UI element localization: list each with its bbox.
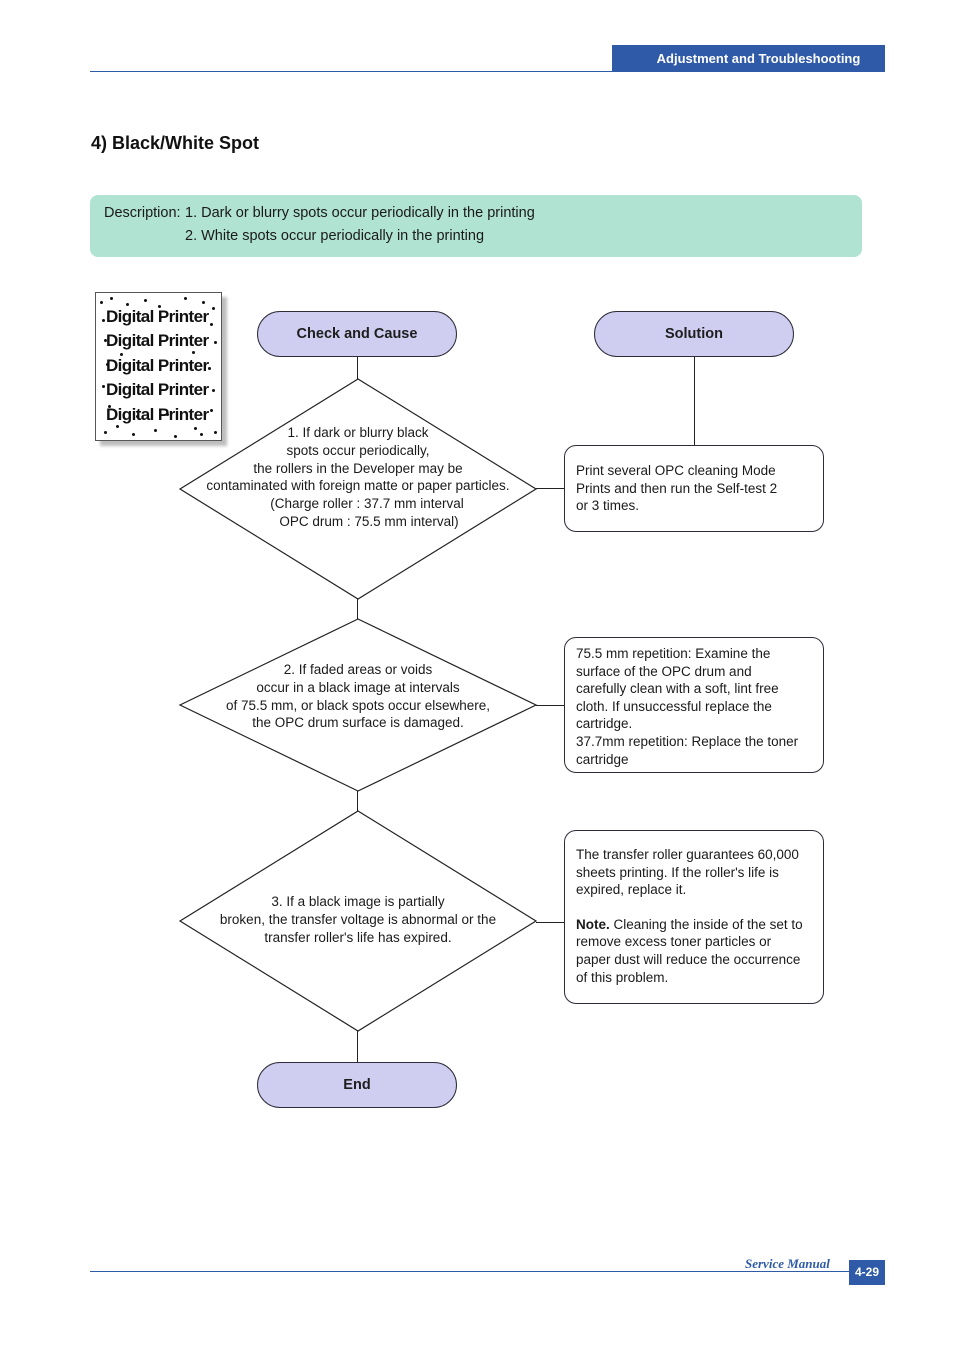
section-tab: Adjustment and Troubleshooting: [612, 45, 885, 72]
check-and-cause-header: Check and Cause: [257, 311, 457, 357]
cause-3-text: 3. If a black image is partially broken,…: [219, 894, 497, 945]
spot-dot: [192, 351, 195, 354]
connector-line: [536, 922, 565, 923]
spot-dot: [106, 363, 109, 366]
solution-2-line: carefully clean with a soft, lint free: [576, 681, 779, 697]
solution-2-line: cartridge.: [576, 716, 633, 732]
decision-diamond-3: [178, 810, 538, 1032]
solution-1-line: Print several OPC cleaning Mode: [576, 463, 776, 478]
decision-diamond-2: [178, 618, 538, 792]
description-item-1: 1. Dark or blurry spots occur periodical…: [185, 205, 535, 221]
footer-manual-label: Service Manual: [745, 1256, 830, 1271]
connector-line: [536, 705, 565, 706]
spot-dot: [102, 385, 105, 388]
connector-line: [357, 1031, 358, 1062]
solution-2-line: cloth. If unsuccessful replace the: [576, 698, 772, 714]
sample-print-image: Digital Printer Digital Printer Digital …: [95, 292, 222, 441]
note-label: Note.: [576, 916, 610, 932]
spot-dot: [210, 323, 213, 326]
page-title: 4) Black/White Spot: [91, 133, 260, 153]
sample-line: Digital Printer: [106, 307, 209, 326]
spot-dot: [104, 431, 107, 434]
connector-line: [357, 357, 358, 379]
description-label: Description:: [104, 205, 181, 221]
solution-2-line: surface of the OPC drum and: [576, 663, 752, 679]
sample-line: Digital Printer: [106, 380, 209, 399]
connector-line: [357, 599, 358, 619]
spot-dot: [158, 305, 161, 308]
connector-line: [536, 488, 565, 489]
note-line: remove excess toner particles or: [576, 934, 772, 950]
spot-dot: [100, 301, 103, 304]
spot-dot: [212, 307, 215, 310]
spot-dot: [208, 367, 211, 370]
spot-dot: [210, 409, 213, 412]
spot-dot: [166, 413, 169, 416]
note-line: Cleaning the inside of the set to: [613, 916, 803, 932]
description-item-2: 2. White spots occur periodically in the…: [185, 228, 485, 244]
note-line: paper dust will reduce the occurrence: [576, 951, 801, 967]
solution-3-line: expired, replace it.: [576, 882, 687, 898]
header-rule: [90, 71, 885, 72]
page-number: 4-29: [849, 1260, 885, 1285]
sample-line: Digital Printer: [106, 356, 209, 375]
solution-1-line: or 3 times.: [576, 498, 640, 514]
footer-rule: [90, 1271, 885, 1272]
solution-2-line: 37.7mm repetition: Replace the toner: [576, 733, 799, 749]
cause-2-text: 2. If faded areas or voids occur in a bl…: [225, 662, 491, 731]
spot-dot: [214, 341, 217, 344]
spot-dot: [108, 405, 111, 408]
end-terminal: End: [257, 1062, 457, 1108]
spot-dot: [136, 415, 139, 418]
spot-dot: [154, 429, 157, 432]
spot-dot: [116, 425, 119, 428]
spot-dot: [194, 427, 197, 430]
solution-2-line: 75.5 mm repetition: Examine the: [576, 646, 771, 661]
connector-line: [357, 791, 358, 811]
sample-line: Digital Printer: [106, 405, 209, 424]
decision-diamond-1: [178, 378, 538, 600]
spot-dot: [102, 319, 105, 322]
spot-dot: [214, 431, 217, 434]
connector-line: [694, 357, 695, 445]
solution-box-3: The transfer roller guarantees 60,000 sh…: [564, 830, 824, 1004]
spot-dot: [212, 389, 215, 392]
spot-dot: [126, 303, 129, 306]
note-line: of this problem.: [576, 969, 669, 985]
solution-box-1: Print several OPC cleaning Mode Prints a…: [564, 445, 824, 532]
spot-dot: [174, 435, 177, 438]
solution-3-line: The transfer roller guarantees 60,000: [576, 847, 799, 862]
spot-dot: [120, 353, 123, 356]
solution-header: Solution: [594, 311, 794, 357]
solution-box-2: 75.5 mm repetition: Examine the surface …: [564, 637, 824, 773]
solution-1-line: Prints and then run the Self-test 2: [576, 480, 778, 496]
spot-dot: [110, 297, 113, 300]
spot-dot: [132, 433, 135, 436]
solution-3-line: sheets printing. If the roller's life is: [576, 864, 779, 880]
spot-dot: [202, 301, 205, 304]
description-box: Description: 1. Dark or blurry spots occ…: [90, 195, 862, 257]
sample-line: Digital Printer: [106, 331, 209, 350]
spot-dot: [104, 339, 107, 342]
spot-dot: [144, 299, 147, 302]
solution-2-line: cartridge: [576, 751, 629, 767]
spot-dot: [200, 433, 203, 436]
spot-dot: [184, 297, 187, 300]
cause-1-text: 1. If dark or blurry black spots occur p…: [206, 425, 510, 529]
